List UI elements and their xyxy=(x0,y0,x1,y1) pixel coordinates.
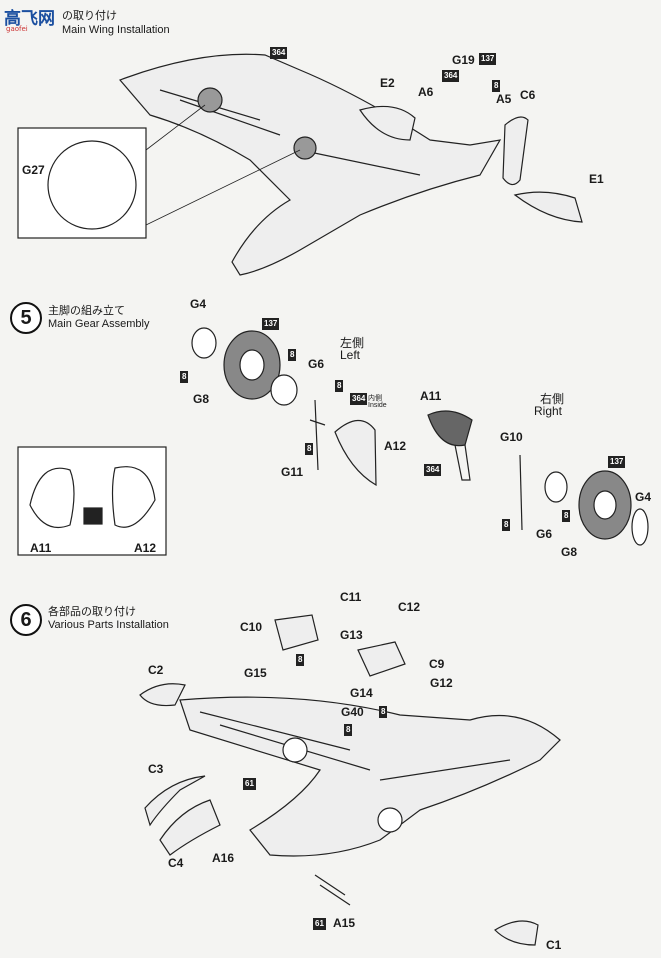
part-label: C3 xyxy=(148,762,164,776)
part-label: C1 xyxy=(546,938,562,952)
part-label: A16 xyxy=(212,851,235,865)
part-label: C12 xyxy=(398,600,421,614)
step4-title-jp: の取り付け xyxy=(62,10,117,22)
part-label: G11 xyxy=(281,465,304,479)
step6-title-jp: 各部品の取り付け xyxy=(48,606,136,618)
part-label: G4 xyxy=(635,490,652,504)
part-label: G13 xyxy=(340,628,363,642)
inside-jp: 内側 xyxy=(368,395,382,402)
step5-title-en: Main Gear Assembly xyxy=(48,318,150,330)
paint-badge: 137 xyxy=(608,456,626,468)
paint-badge: 8 xyxy=(335,380,344,392)
paint-badge: 137 xyxy=(479,53,497,65)
part-label: A6 xyxy=(418,85,434,99)
part-label: A5 xyxy=(496,92,512,106)
part-label: C10 xyxy=(240,620,263,634)
part-label: C2 xyxy=(148,663,164,677)
part-label: G8 xyxy=(193,392,210,406)
part-label: C6 xyxy=(520,88,536,102)
paint-badge: 8 xyxy=(502,519,511,531)
part-label: A15 xyxy=(333,916,356,930)
part-label: C11 xyxy=(340,590,362,604)
part-label: G40 xyxy=(341,705,364,719)
part-label: G4 xyxy=(190,297,207,311)
step5-title-jp: 主脚の組み立て xyxy=(48,305,125,317)
step5-number: 5 xyxy=(10,302,42,334)
paint-badge: 364 xyxy=(424,464,442,476)
part-label: A11 xyxy=(420,389,442,403)
part-label: A12 xyxy=(134,541,157,555)
part-label: G12 xyxy=(430,676,453,690)
paint-badge: 8 xyxy=(288,349,297,361)
step4-title-en: Main Wing Installation xyxy=(62,24,170,36)
step6-title-en: Various Parts Installation xyxy=(48,619,169,631)
paint-badge: 8 xyxy=(379,706,388,718)
paint-badge: 8 xyxy=(344,724,353,736)
part-label: G15 xyxy=(244,666,267,680)
paint-badge: 8 xyxy=(305,443,314,455)
part-label: G19 xyxy=(452,53,475,67)
paint-badge: 8 xyxy=(296,654,305,666)
part-label: G10 xyxy=(500,430,523,444)
part-label: G6 xyxy=(536,527,553,541)
paint-badge: 364 xyxy=(442,70,460,82)
left-side-jp: 左側 xyxy=(340,336,365,350)
paint-badge: 8 xyxy=(180,371,189,383)
right-side-en: Right xyxy=(534,404,563,418)
part-label: E2 xyxy=(380,76,395,90)
right-side-jp: 右側 xyxy=(540,392,565,406)
left-side-en: Left xyxy=(340,348,361,362)
paint-badge: 364 xyxy=(270,47,288,59)
part-label: C4 xyxy=(168,856,184,870)
paint-badge: 137 xyxy=(262,318,280,330)
step6-number: 6 xyxy=(10,604,42,636)
paint-badge: 8 xyxy=(492,80,501,92)
paint-badge: 8 xyxy=(562,510,571,522)
part-label: G27 xyxy=(22,163,45,177)
part-label: A12 xyxy=(384,439,407,453)
inside-en: Inside xyxy=(368,402,387,409)
part-label: A11 xyxy=(30,541,52,555)
logo-url: gaofei xyxy=(6,25,28,33)
part-label: G8 xyxy=(561,545,578,559)
paint-badge: 61 xyxy=(243,778,256,790)
part-label: E1 xyxy=(589,172,604,186)
part-label: C9 xyxy=(429,657,445,671)
site-logo: 高飞网 xyxy=(4,4,55,29)
paint-badge: 364 xyxy=(350,393,368,405)
part-label: G6 xyxy=(308,357,325,371)
part-label: G14 xyxy=(350,686,373,700)
logo-title: 高飞网 xyxy=(4,9,55,29)
paint-badge: 61 xyxy=(313,918,326,930)
